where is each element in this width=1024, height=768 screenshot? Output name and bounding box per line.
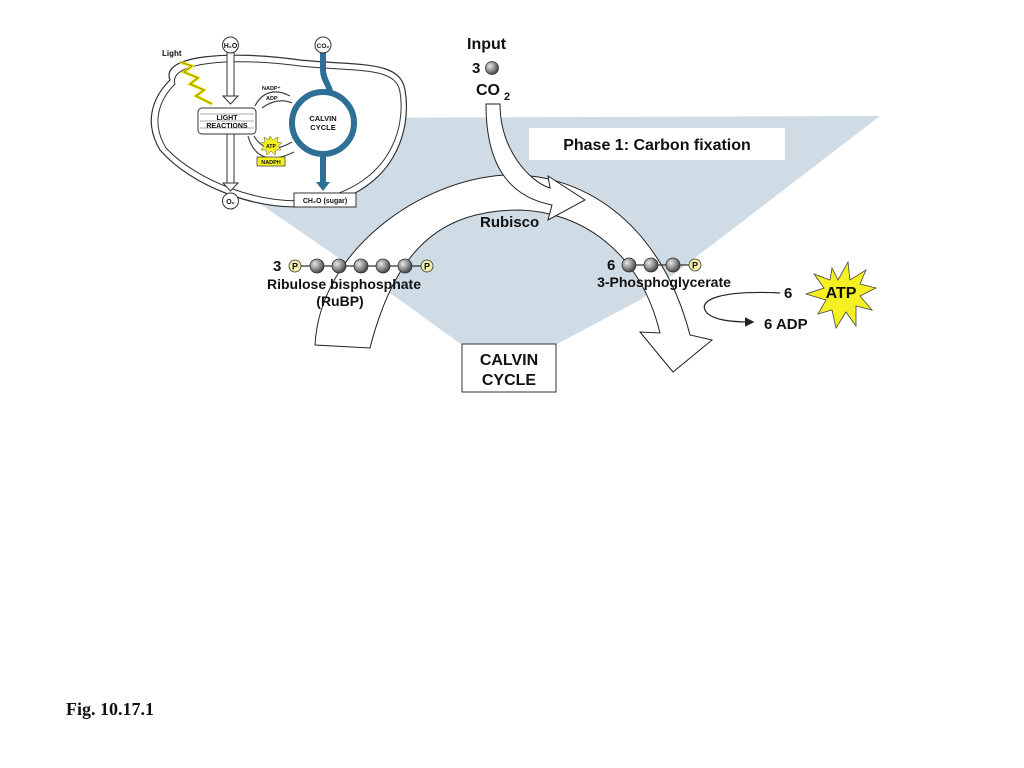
zoom-shade-region xyxy=(240,116,880,345)
sugar-box xyxy=(293,192,357,208)
h2o-label: H₂O xyxy=(224,43,238,50)
pga-molecule: 6 P 3-Phosphoglycerate xyxy=(597,257,731,290)
inset-atp-star-icon xyxy=(259,135,283,156)
nadph-box xyxy=(256,156,286,167)
adp-output-label: 6 ADP xyxy=(764,316,808,333)
nadph-label: NADPH xyxy=(261,160,281,166)
inset-calvin-line1: CALVIN xyxy=(309,114,336,123)
phosphate-group xyxy=(288,259,302,273)
phosphate-symbol: P xyxy=(692,261,698,271)
inset-co2-label: CO₂ xyxy=(317,43,330,50)
inset-atp-label: ATP xyxy=(266,144,276,150)
rubp-abbrev: (RuBP) xyxy=(316,293,363,309)
sugar-label: CH₂O (sugar) xyxy=(303,198,347,205)
o2-label: O₂ xyxy=(226,199,235,206)
carbon-atom xyxy=(353,258,369,274)
phase-label: Phase 1: Carbon fixation xyxy=(563,137,751,154)
rubp-name: Ribulose bisphosphate xyxy=(267,276,421,292)
input-title: Input xyxy=(467,36,507,53)
carbon-atom xyxy=(665,257,681,273)
calvin-cycle-line1: CALVIN xyxy=(480,352,538,369)
input-co2-main: CO xyxy=(476,82,500,99)
carbon-atom xyxy=(643,257,659,273)
co2-input-arrow xyxy=(485,103,586,221)
calvin-cycle-line2: CYCLE xyxy=(482,372,537,389)
enzyme-label: Rubisco xyxy=(480,214,539,231)
figure-caption: Fig. 10.17.1 xyxy=(66,699,154,719)
inset-calvin-line2: CYCLE xyxy=(310,123,335,132)
carbon-atom xyxy=(331,258,347,274)
phosphate-group xyxy=(420,259,434,273)
light-label: Light xyxy=(162,49,182,58)
rubp-molecule: 3 P P Ribulose bisphosphate (RuBP) xyxy=(267,258,434,309)
atp-adp-arrow xyxy=(703,291,781,327)
chloroplast-outer-membrane xyxy=(150,54,408,208)
co2-carbon-ball xyxy=(485,61,499,75)
phase-label-box xyxy=(529,128,785,160)
nadp-label: NADP⁺ xyxy=(262,85,281,92)
h2o-node xyxy=(222,36,239,54)
atp-label: ATP xyxy=(826,285,857,302)
calvin-cycle-box xyxy=(461,343,557,393)
carbon-atom xyxy=(375,258,391,274)
adp-label: ADP xyxy=(266,96,278,102)
phosphate-symbol: P xyxy=(292,262,298,272)
input-count: 3 xyxy=(472,60,480,77)
phosphate-group xyxy=(688,258,702,272)
o2-node xyxy=(222,192,239,210)
carbon-atom xyxy=(309,258,325,274)
atp-count: 6 xyxy=(784,285,792,302)
atp-star-icon xyxy=(804,260,878,330)
inset-co2-node xyxy=(314,36,332,54)
carbon-atom xyxy=(397,258,413,274)
chloroplast-inset: H₂O O₂ Light LIGHT REACTIONS CALVIN CYCL… xyxy=(150,36,408,210)
input-co2-subscript: 2 xyxy=(504,91,510,103)
rubp-count: 3 xyxy=(273,258,281,275)
light-reactions-line2: REACTIONS xyxy=(206,123,248,130)
pga-name: 3-Phosphoglycerate xyxy=(597,274,731,290)
light-reactions-line1: LIGHT xyxy=(217,115,239,122)
carbon-atom xyxy=(621,257,637,273)
cycle-arc-arrow xyxy=(314,174,714,373)
chloroplast-inner-membrane xyxy=(157,61,402,202)
pga-count: 6 xyxy=(607,257,615,274)
phosphate-symbol: P xyxy=(424,262,430,272)
light-reactions-stack: LIGHT REACTIONS xyxy=(197,107,257,135)
